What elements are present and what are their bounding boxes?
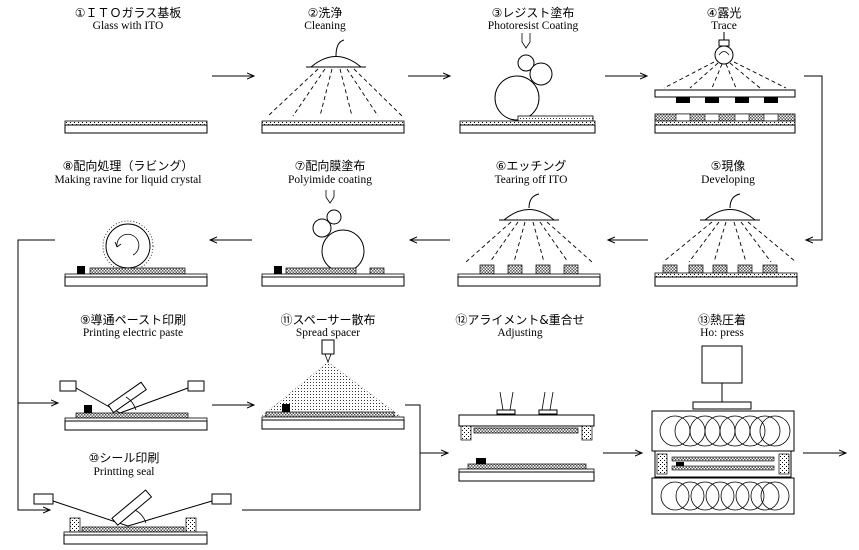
step-5-subtitle: Developing — [701, 174, 755, 186]
step-3-subtitle: Photoresist Coating — [488, 20, 579, 32]
flow-arrows — [17, 76, 846, 510]
step-7-title: ⑦配向膜塗布 — [295, 158, 366, 173]
glass-substrate-step4 — [654, 113, 796, 134]
step-10-title: ⑩シール印刷 — [89, 451, 160, 465]
glass-substrate-step6 — [457, 264, 601, 287]
glass-substrate-step2 — [261, 120, 405, 134]
step-2-subtitle: Cleaning — [304, 20, 346, 32]
step-1-subtitle: Glass with ITO — [93, 20, 164, 32]
exposure-lamp-step4 — [663, 32, 787, 89]
bottom-substrate-step12 — [458, 458, 595, 482]
screen-printer-step9 — [59, 380, 205, 414]
step-8-subtitle: Making ravine for liquid crystal — [55, 174, 202, 186]
shower-head-step2 — [267, 39, 403, 117]
glass-substrate-step7 — [261, 266, 405, 287]
step-4-title: ④露光 — [707, 6, 742, 20]
step-1-title: ①ＩＴＯガラス基板 — [75, 6, 182, 20]
step-6-subtitle: Tearing off ITO — [495, 174, 568, 186]
glass-substrate-step3 — [459, 115, 596, 134]
glass-substrate-step1 — [64, 120, 208, 134]
step-9-subtitle: Printing electric paste — [83, 327, 183, 339]
step-8-title: ⑧配向処理（ラビング） — [63, 158, 194, 173]
heating-coils-lower — [660, 481, 790, 511]
step-11-title: ⑪スペーサー散布 — [281, 312, 376, 327]
step-12-subtitle: Adjusting — [497, 327, 543, 339]
screen-printer-step10 — [33, 489, 232, 527]
spacer-sprayer-step11 — [261, 339, 401, 417]
shower-head-step6 — [465, 193, 593, 263]
step-13-subtitle: Ho: press — [700, 327, 744, 339]
step-13-title: ⑬熱圧着 — [698, 312, 746, 327]
photomask-step4 — [654, 89, 796, 103]
step-9-title: ⑨導通ペースト印刷 — [80, 313, 186, 327]
step-12-title: ⑫アライメント&重合せ — [455, 312, 584, 327]
top-substrate-step12 — [458, 391, 595, 441]
glass-substrate-step9 — [64, 405, 208, 431]
step-11-subtitle: Spread spacer — [296, 327, 360, 339]
step-6-title: ⑥エッチング — [496, 159, 567, 173]
rubbing-roller-step8 — [102, 220, 154, 272]
polyimide-roller-step7 — [312, 190, 365, 273]
glass-substrate-step8 — [64, 266, 208, 287]
glass-substrate-step10 — [63, 517, 208, 545]
step-2-title: ②洗浄 — [308, 6, 343, 20]
glass-substrate-step11 — [261, 404, 405, 430]
step-7-subtitle: Polyimide coating — [288, 174, 372, 186]
glass-substrate-step5 — [654, 264, 798, 287]
shower-head-step5 — [662, 193, 797, 263]
step-10-subtitle: Printting seal — [93, 466, 154, 478]
hot-press-step13 — [651, 345, 795, 515]
photoresist-roller-step3 — [494, 33, 553, 121]
step-3-title: ③レジスト塗布 — [492, 5, 575, 20]
step-4-subtitle: Trace — [711, 20, 737, 32]
step-5-title: ⑤現像 — [711, 159, 746, 173]
heating-coils-upper — [659, 415, 791, 447]
